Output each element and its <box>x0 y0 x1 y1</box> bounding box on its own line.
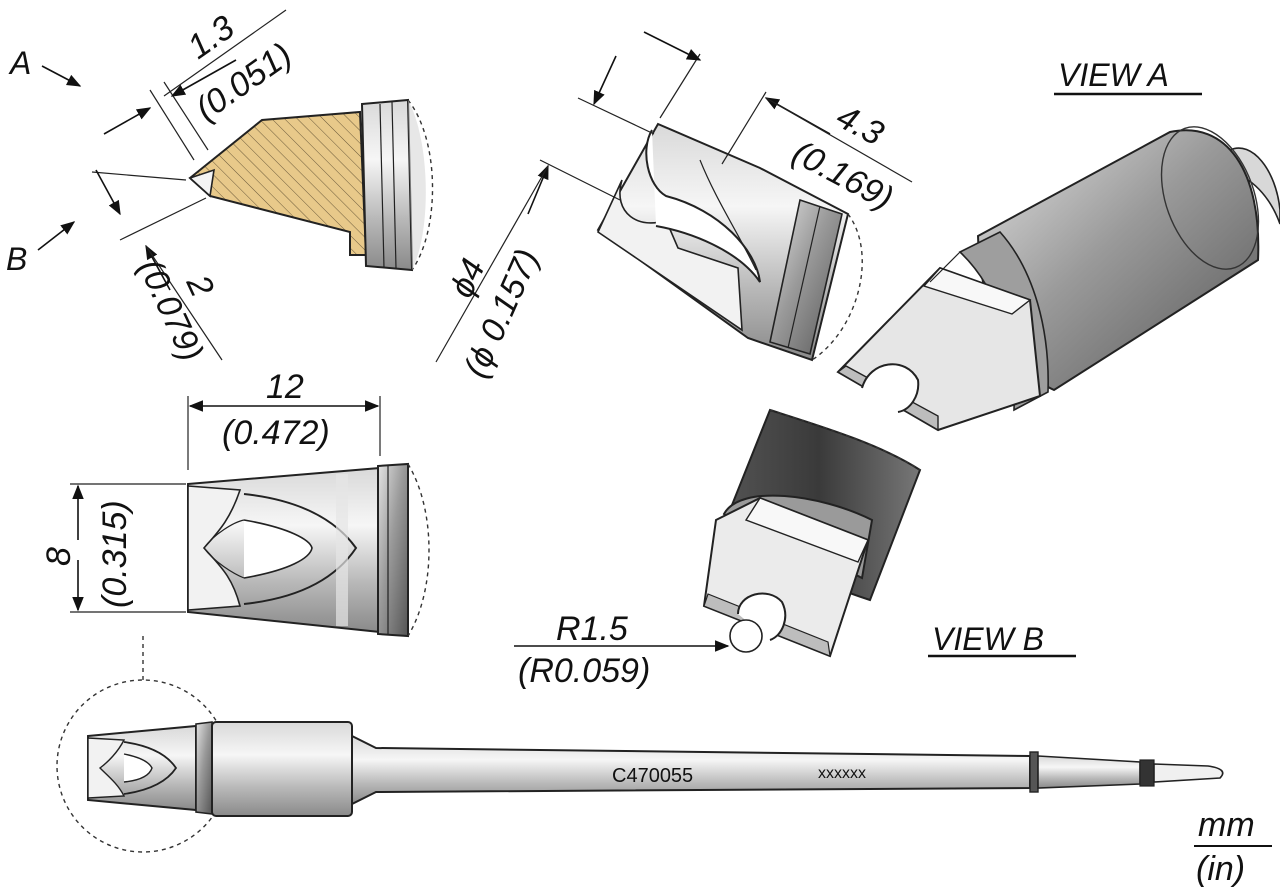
section-tip <box>188 168 215 198</box>
svg-text:12: 12 <box>266 368 304 406</box>
svg-text:(0.472): (0.472) <box>222 414 330 452</box>
svg-text:VIEW A: VIEW A <box>1058 57 1169 93</box>
svg-text:ϕ4: ϕ4 <box>443 253 493 303</box>
dim-2: 2 (0.079) <box>91 169 223 367</box>
svg-text:mm: mm <box>1198 806 1255 844</box>
view-arrow-b: B <box>6 221 76 277</box>
full-tip-view: C470055 xxxxxx <box>56 636 1224 853</box>
svg-text:R1.5: R1.5 <box>556 610 628 648</box>
angled-tip-view <box>596 122 863 362</box>
dim-8: 8 (0.315) <box>40 483 186 613</box>
view-arrow-a: A <box>8 45 82 87</box>
serial-number: xxxxxx <box>818 765 866 782</box>
svg-text:1.3: 1.3 <box>181 8 242 66</box>
dim-radius: R1.5 (R0.059) <box>514 610 730 690</box>
svg-text:(R0.059): (R0.059) <box>518 652 650 690</box>
section-break-edge <box>407 99 434 271</box>
svg-text:(in): (in) <box>1196 850 1245 888</box>
svg-text:VIEW B: VIEW B <box>932 621 1044 657</box>
view-a-render: VIEW A <box>836 57 1280 432</box>
part-number: C470055 <box>612 765 693 787</box>
view-b-render: VIEW B <box>702 408 1076 658</box>
section-hatch <box>188 110 368 256</box>
svg-text:(0.079): (0.079) <box>131 253 211 367</box>
dim-12: 12 (0.472) <box>187 368 381 470</box>
svg-text:B: B <box>6 241 27 277</box>
svg-text:4.3: 4.3 <box>830 98 890 154</box>
section-collar <box>360 98 414 272</box>
front-view <box>187 462 430 638</box>
section-view <box>188 98 434 272</box>
svg-text:8: 8 <box>40 547 78 566</box>
svg-text:(0.315): (0.315) <box>96 500 134 608</box>
units-legend: mm (in) <box>1194 806 1272 888</box>
svg-text:A: A <box>8 45 31 81</box>
